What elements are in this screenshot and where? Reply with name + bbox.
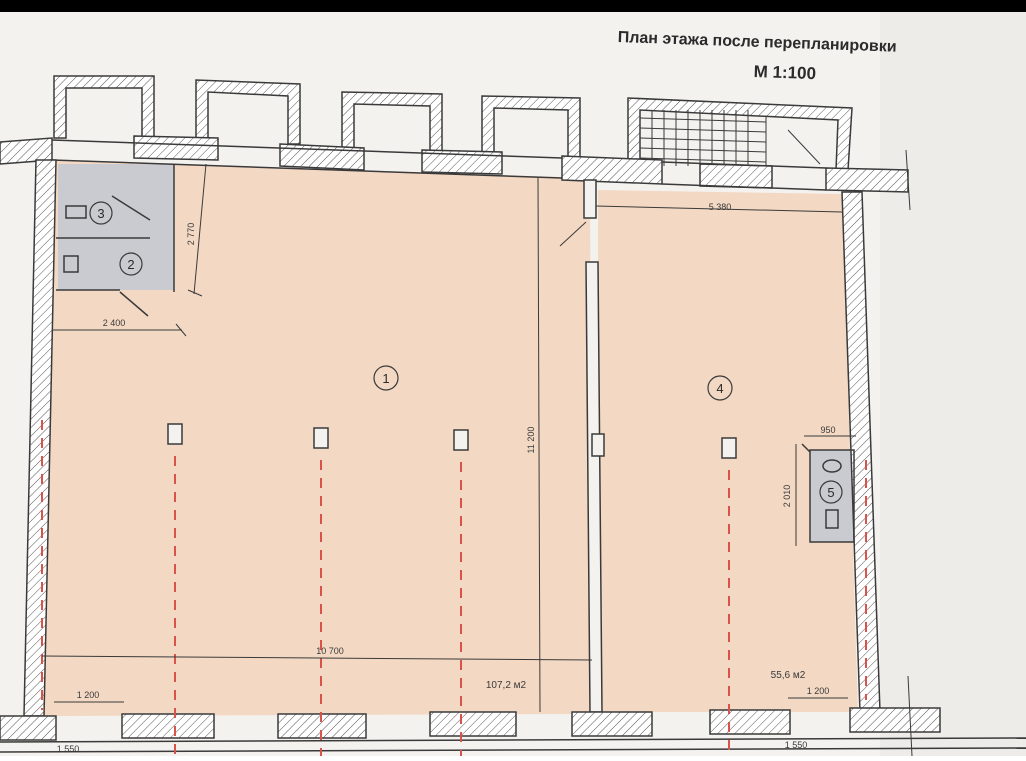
dimension-lines <box>41 149 913 757</box>
dimension-texts: 2 770 2 400 11 200 10 700 1 200 5 380 95… <box>57 202 836 754</box>
dim-2400: 2 400 <box>103 318 126 328</box>
room-markers <box>89 201 843 504</box>
room-label-1: 1 <box>382 371 389 386</box>
partition-top <box>583 179 597 219</box>
stair-treads <box>639 110 821 166</box>
top-wall <box>0 135 909 193</box>
dim-5380: 5 380 <box>709 202 732 212</box>
door-swing-partition <box>559 221 587 247</box>
dim-11200: 11 200 <box>526 427 536 454</box>
area-room-4: 55,6 м2 <box>771 670 806 681</box>
dim-10700: 10 700 <box>316 646 344 656</box>
wc-partitions <box>56 164 175 317</box>
dim-1200-left: 1 200 <box>77 690 100 700</box>
dim-950: 950 <box>820 425 835 435</box>
room-label-3: 3 <box>97 206 104 221</box>
dim-1550-right: 1 550 <box>785 740 808 750</box>
top-black-bar <box>0 0 1026 12</box>
room-label-5: 5 <box>827 485 834 500</box>
dim-1550-left: 1 550 <box>57 744 80 754</box>
bottom-wall <box>0 707 1026 753</box>
dim-2770: 2 770 <box>186 223 196 246</box>
area-room-1: 107,2 м2 <box>486 680 527 691</box>
dim-1200-right: 1 200 <box>807 686 830 696</box>
wc-5-partitions <box>801 443 855 543</box>
room-label-2: 2 <box>127 257 134 272</box>
axis-lines <box>41 420 867 756</box>
plan-scale: М 1:100 <box>753 62 817 84</box>
wc-room-fill <box>58 164 174 290</box>
partition-column <box>591 433 605 457</box>
dim-2010: 2 010 <box>782 485 792 508</box>
paper-right-margin <box>880 12 1026 756</box>
room-label-4: 4 <box>716 381 723 396</box>
wc-room-5-fill <box>810 450 854 542</box>
columns <box>167 423 737 459</box>
